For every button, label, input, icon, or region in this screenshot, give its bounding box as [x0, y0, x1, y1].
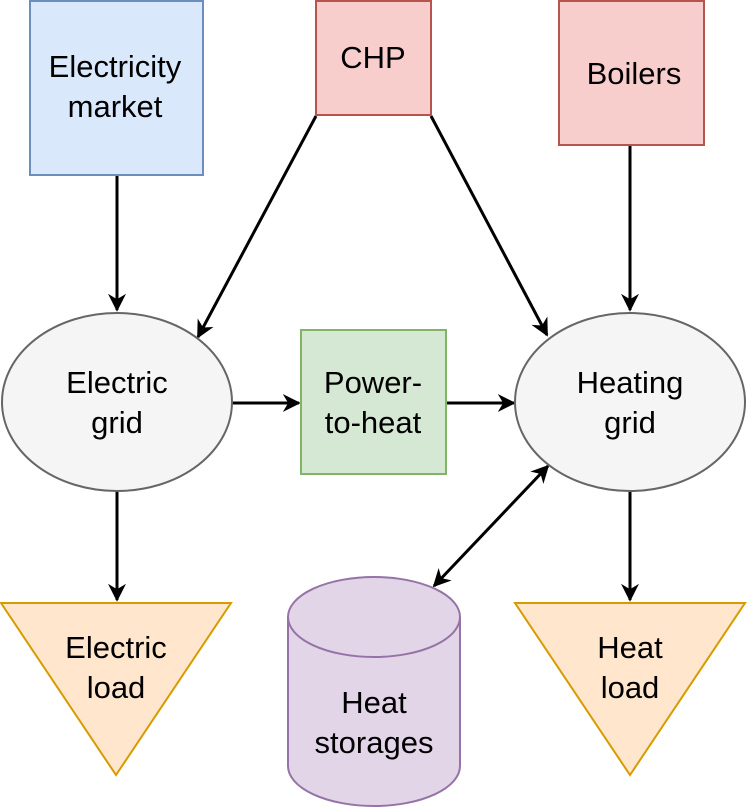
electric-grid-label-line1: Electric	[66, 365, 168, 400]
electricity-market-label-line2: market	[68, 89, 163, 124]
electric-load-label-line2: load	[87, 670, 146, 705]
power-to-heat-label-line1: Power-	[324, 365, 422, 400]
heating-grid-ellipse	[514, 312, 746, 492]
heat-storages-cylinder-rim	[287, 616, 461, 658]
edge-heating-grid-heat-storages-bidirectional	[432, 464, 550, 588]
node-heat-load[interactable]: Heat load	[513, 602, 747, 777]
node-power-to-heat[interactable]: Power- to-heat	[300, 329, 447, 475]
heat-storages-cylinder	[287, 576, 461, 807]
electricity-market-label-line1: Electricity	[49, 49, 182, 84]
boilers-box	[558, 0, 705, 146]
electric-grid-label-line2: grid	[91, 405, 143, 440]
edge-chp-to-electric-grid	[196, 115, 318, 339]
node-electric-grid[interactable]: Electric grid	[1, 312, 233, 492]
edge-chp-to-heating-grid	[429, 115, 549, 337]
electric-grid-ellipse	[1, 312, 233, 492]
heat-load-triangle	[513, 602, 747, 777]
heating-grid-label-line1: Heating	[577, 365, 684, 400]
node-heating-grid[interactable]: Heating grid	[514, 312, 746, 492]
heating-grid-label-line2: grid	[604, 405, 656, 440]
boilers-label: Boilers	[587, 56, 682, 91]
electric-load-label-line1: Electric	[65, 630, 167, 665]
chp-label: CHP	[340, 40, 405, 75]
heat-storages-label-line1: Heat	[341, 685, 407, 720]
node-heat-storages[interactable]: Heat storages	[287, 576, 461, 807]
node-boilers[interactable]: Boilers	[558, 0, 705, 146]
electricity-market-box	[29, 0, 204, 176]
node-electricity-market[interactable]: Electricity market	[29, 0, 204, 176]
electric-load-triangle	[0, 602, 233, 777]
edges	[108, 115, 639, 602]
node-electric-load[interactable]: Electric load	[0, 602, 233, 777]
heat-load-label-line2: load	[601, 670, 660, 705]
heat-storages-label-line2: storages	[315, 725, 434, 760]
power-to-heat-label-line2: to-heat	[325, 405, 422, 440]
power-to-heat-box	[300, 329, 447, 475]
chp-box	[315, 0, 432, 116]
heat-load-label-line1: Heat	[597, 630, 663, 665]
node-chp[interactable]: CHP	[315, 0, 432, 116]
